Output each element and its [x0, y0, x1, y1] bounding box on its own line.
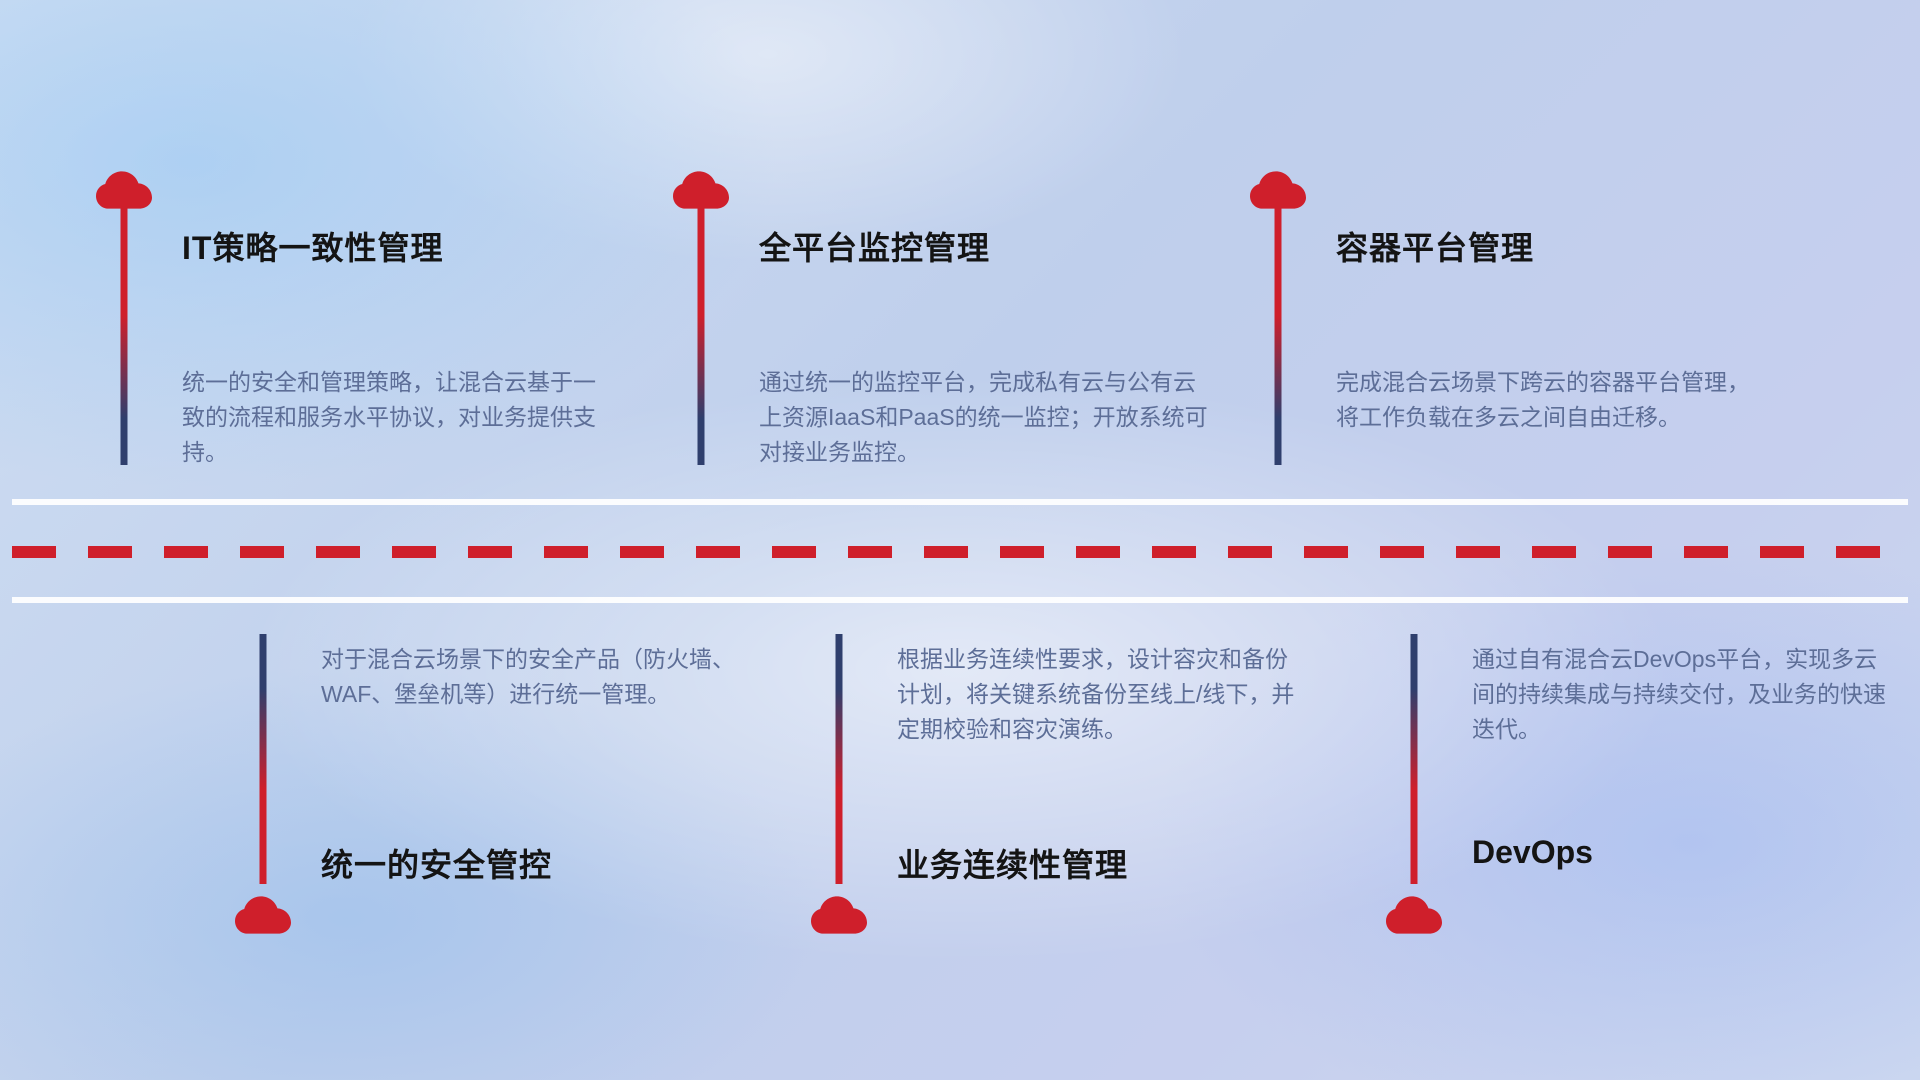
connector-line [1274, 207, 1282, 465]
capability-title: 全平台监控管理 [759, 230, 991, 266]
cloud-icon [811, 896, 867, 934]
capability-description: 通过统一的监控平台，完成私有云与公有云上资源IaaS和PaaS的统一监控；开放系… [759, 369, 1208, 465]
capability-description: 完成混合云场景下跨云的容器平台管理，将工作负载在多云之间自由迁移。 [1336, 369, 1750, 430]
capability-description: 通过自有混合云DevOps平台，实现多云间的持续集成与持续交付，及业务的快速迭代… [1472, 646, 1886, 742]
capability-description: 对于混合云场景下的安全产品（防火墙、WAF、堡垒机等）进行统一管理。 [321, 646, 735, 707]
connector-line [835, 634, 843, 884]
connector-line [697, 207, 705, 465]
cloud-icon [96, 171, 152, 209]
road-top-line [12, 499, 1908, 505]
cloud-icon [673, 171, 729, 209]
road-bottom-line [12, 597, 1908, 603]
capability-description: 根据业务连续性要求，设计容灾和备份计划，将关键系统备份至线上/线下，并定期校验和… [897, 646, 1295, 742]
capability-title: 容器平台管理 [1336, 230, 1535, 266]
capability-title: 业务连续性管理 [897, 847, 1129, 883]
connector-line [259, 634, 267, 884]
capability-title: 统一的安全管控 [321, 847, 553, 883]
cloud-icon [235, 896, 291, 934]
capability-description: 统一的安全和管理策略，让混合云基于一致的流程和服务水平协议，对业务提供支持。 [182, 369, 596, 465]
cloud-icon [1386, 896, 1442, 934]
cloud-icon [1250, 171, 1306, 209]
capability-title: DevOps [1472, 834, 1593, 870]
capability-title: IT策略一致性管理 [182, 230, 444, 266]
connector-line [1410, 634, 1418, 884]
connector-line [120, 207, 128, 465]
red-dashed-line [12, 546, 1908, 558]
